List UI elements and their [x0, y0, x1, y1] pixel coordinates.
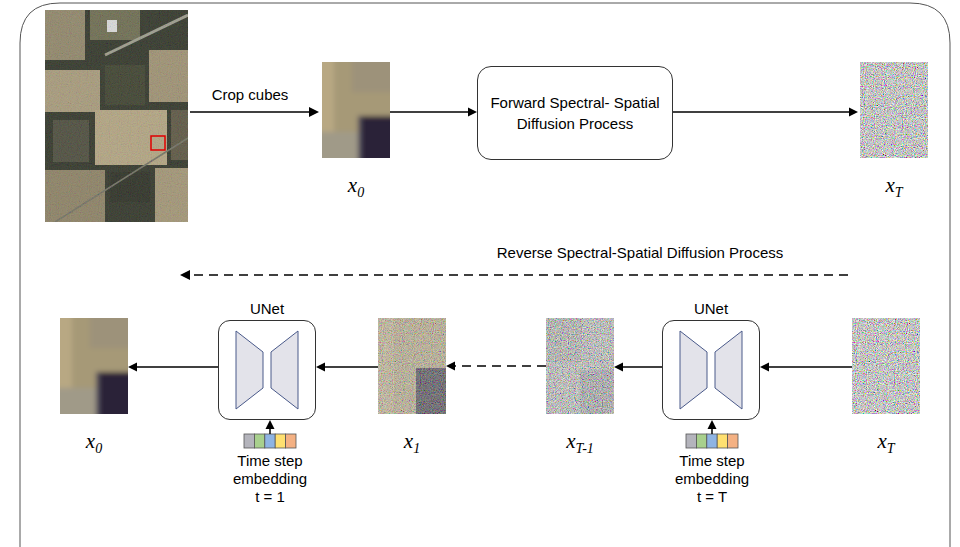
variable-symbol: x	[885, 173, 894, 197]
variable-symbol: x	[404, 429, 413, 453]
patch-label: x0	[348, 174, 364, 201]
arrow-line	[673, 111, 850, 113]
unet-label: UNet	[694, 300, 728, 317]
flow-arrow	[708, 420, 717, 434]
subscript: 1	[413, 441, 420, 456]
arrow-head	[128, 363, 137, 372]
arrow-line	[390, 111, 469, 113]
noise-patch	[546, 318, 614, 414]
noise-patch: xT-1	[546, 318, 614, 414]
arrow-line	[454, 365, 546, 367]
subscript: T	[895, 185, 903, 200]
arrow-head	[316, 363, 325, 372]
embedding-vector: Time step embedding t = 1	[244, 434, 296, 448]
variable-symbol: x	[566, 429, 575, 453]
patch-label: xT	[877, 430, 894, 457]
flow-arrow	[128, 363, 218, 372]
arrow-line	[136, 366, 218, 368]
variable-symbol: x	[86, 429, 95, 453]
noise-patch: xT	[852, 318, 920, 414]
flow-arrow	[390, 108, 477, 117]
subscript: 0	[357, 185, 364, 200]
arrow-label: Crop cubes	[212, 86, 289, 103]
embedding-vector: Time step embedding t = T	[686, 434, 738, 448]
subscript: T-1	[575, 441, 593, 456]
arrow-line	[622, 366, 662, 368]
arrow-head	[614, 363, 623, 372]
flow-arrow	[760, 363, 852, 372]
image-patch: x0	[322, 62, 390, 158]
noise-patch	[852, 318, 920, 414]
flow-arrow	[316, 363, 378, 372]
process-label: Reverse Spectral-Spatial Diffusion Proce…	[497, 244, 784, 261]
arrow-head	[468, 108, 477, 117]
noise-patch	[860, 62, 928, 158]
patch-label: xT	[885, 174, 902, 201]
arrow-head	[760, 363, 769, 372]
patch-label: xT-1	[566, 430, 594, 457]
patch-label: x1	[404, 430, 420, 457]
satellite-image	[45, 10, 188, 222]
noise-patch: xT	[858, 62, 930, 158]
embedding-label: Time step embedding t = T	[672, 452, 752, 506]
crop-arrow	[190, 107, 319, 117]
embedding-vector	[244, 434, 738, 448]
image-patch: x0	[60, 318, 128, 414]
unet-label: UNet	[250, 300, 284, 317]
unet-symbol	[236, 331, 742, 409]
image-patch	[312, 52, 402, 172]
arrow-line	[324, 366, 378, 368]
arrow-head	[446, 362, 455, 371]
arrow-head	[849, 108, 858, 117]
process-label: Forward Spectral- Spatial Diffusion Proc…	[486, 92, 664, 134]
arrow-head	[266, 420, 275, 429]
image-patch	[378, 318, 446, 414]
unet-box: UNet	[662, 320, 760, 420]
arrow-head	[708, 420, 717, 429]
flow-arrow	[614, 363, 662, 372]
subscript: T	[887, 441, 895, 456]
variable-symbol: x	[877, 429, 886, 453]
reverse-dashed-arrow	[180, 270, 848, 280]
outer-frame	[20, 3, 950, 547]
embedding-label: Time step embedding t = 1	[230, 452, 310, 506]
image-patch	[50, 308, 140, 428]
patch-label: x0	[86, 430, 102, 457]
subscript: 0	[95, 441, 102, 456]
variable-symbol: x	[348, 173, 357, 197]
image-patch: x1	[378, 318, 446, 414]
flow-arrow	[673, 108, 858, 117]
process-box: Forward Spectral- Spatial Diffusion Proc…	[477, 66, 673, 160]
flow-arrow	[266, 420, 275, 434]
flow-arrow	[446, 362, 546, 371]
unet-box: UNet	[218, 320, 316, 420]
arrow-line	[768, 366, 852, 368]
